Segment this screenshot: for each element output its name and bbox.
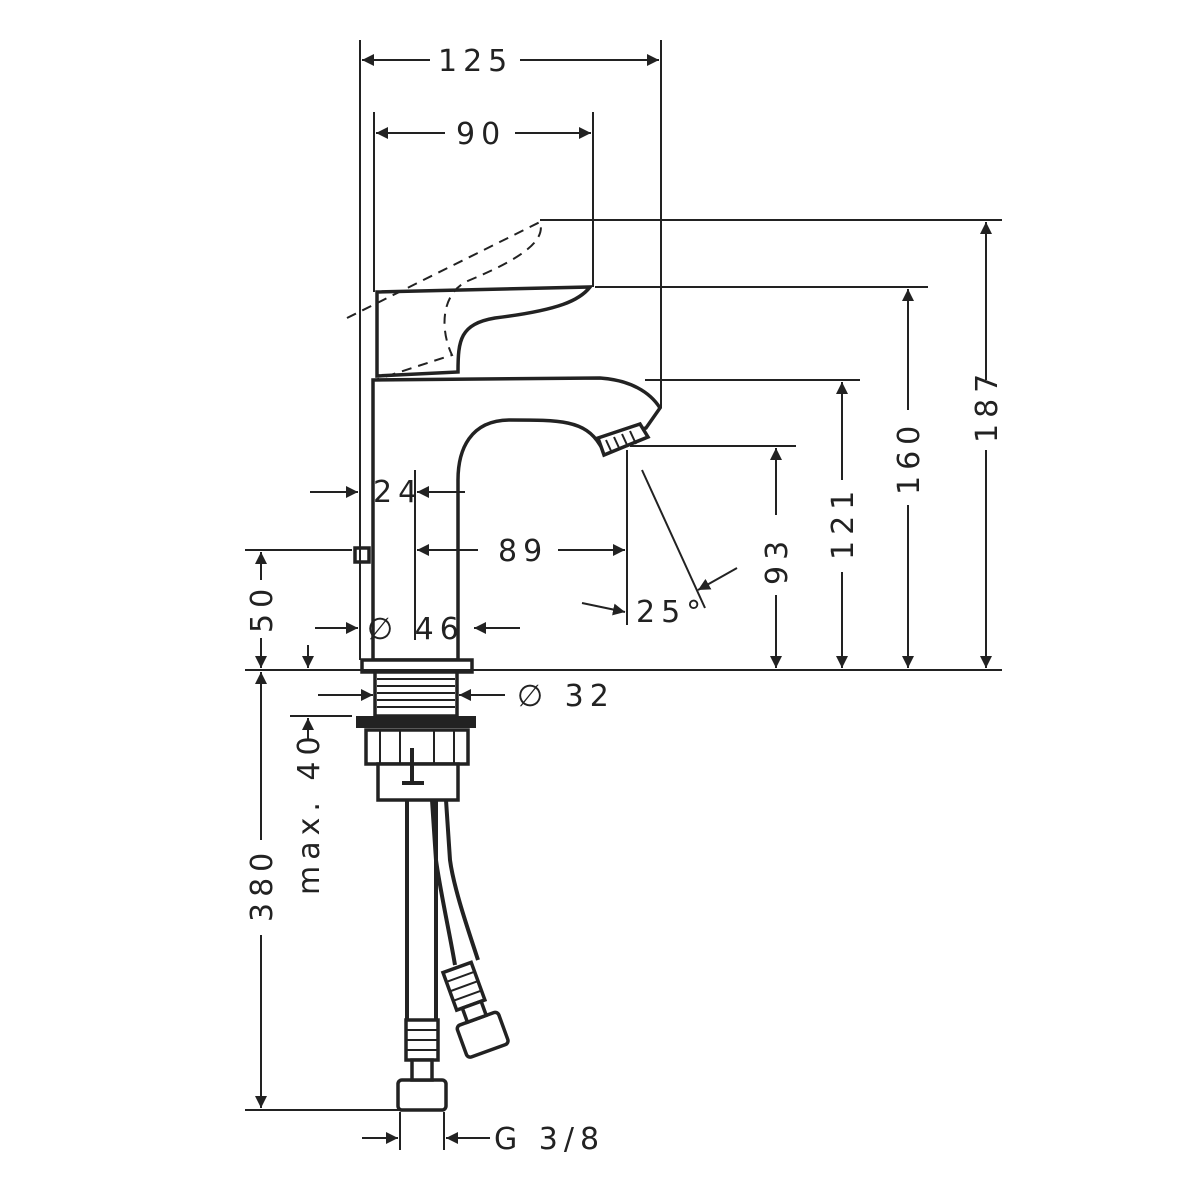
dim-121-label: 121 xyxy=(826,485,861,560)
aerator xyxy=(595,421,651,458)
hose-bent xyxy=(430,799,480,966)
faucet-spout xyxy=(371,376,663,662)
faucet-outline xyxy=(346,220,663,1112)
dim-max-40-label: max. 40 xyxy=(292,730,327,895)
dim-160-label: 160 xyxy=(892,420,927,495)
dim-24-label: 24 xyxy=(373,475,423,510)
dim-25deg-label: 25° xyxy=(636,595,707,630)
dim-diameter-32-label: ∅ 32 xyxy=(517,679,615,714)
dim-diameter-46-label: ∅ 46 xyxy=(367,612,465,647)
dim-90-label: 90 xyxy=(456,117,506,152)
dim-93-label: 93 xyxy=(760,535,795,585)
lever-handle xyxy=(375,285,594,378)
dim-thread-label: G 3/8 xyxy=(494,1122,605,1157)
dim-187-label: 187 xyxy=(970,368,1005,443)
popup-rod-knob xyxy=(353,546,371,564)
dimension-lines xyxy=(245,40,1002,1150)
hose-nut-straight xyxy=(396,1078,448,1112)
mounting-nut xyxy=(364,728,470,766)
dim-380-label: 380 xyxy=(245,847,280,922)
dim-89-label: 89 xyxy=(498,534,548,569)
dimension-labels: 125 90 187 160 121 93 24 89 25° 50 ∅ 46 … xyxy=(245,44,1005,1157)
hose-straight xyxy=(405,800,438,1020)
washer xyxy=(356,716,476,728)
dim-125-label: 125 xyxy=(438,44,513,79)
dim-50-label: 50 xyxy=(245,583,280,633)
lever-handle-open-position xyxy=(346,220,542,382)
